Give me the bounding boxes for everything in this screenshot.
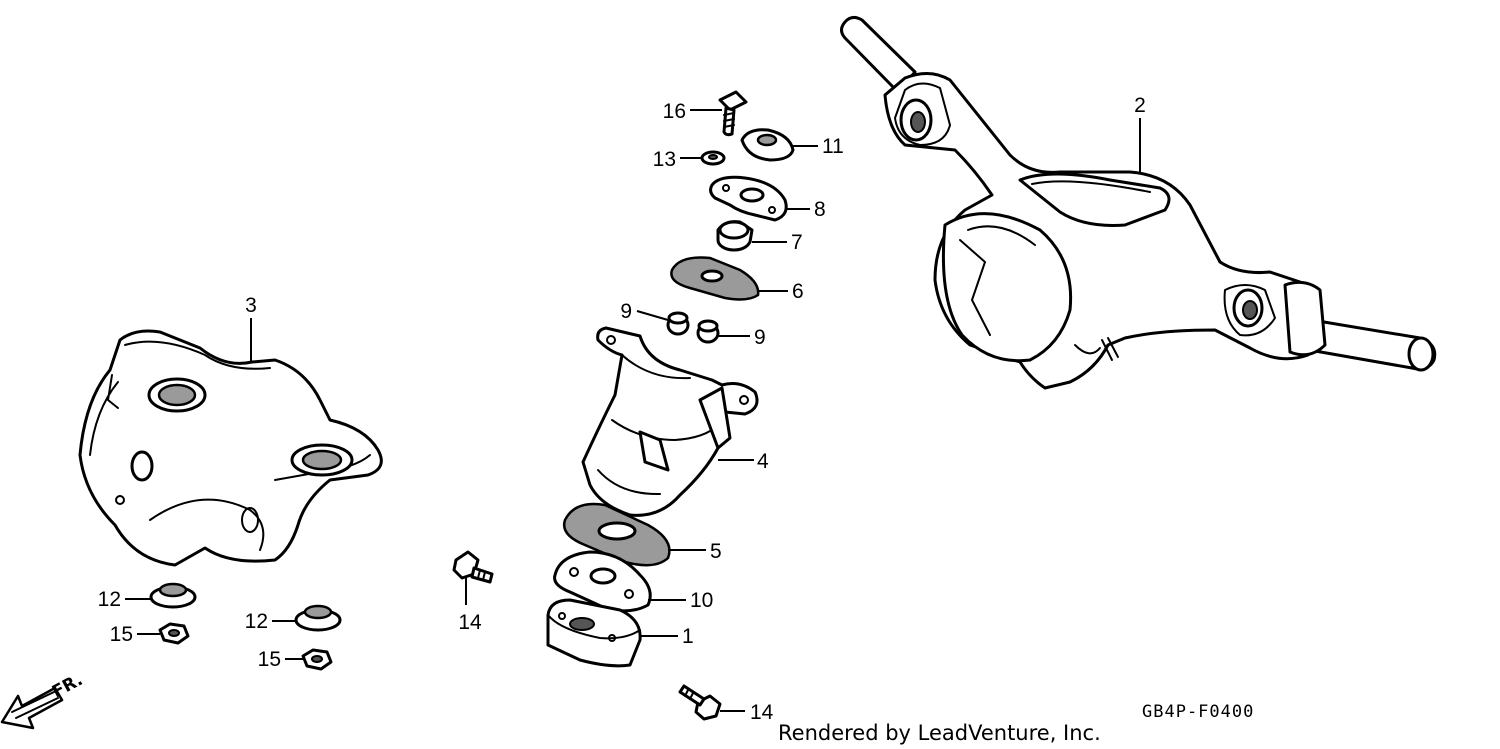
part-11-nut[interactable] bbox=[740, 128, 795, 162]
part-8-plate[interactable] bbox=[709, 175, 788, 222]
callout-15-left: 15 bbox=[110, 623, 133, 646]
part-12-grommet-left[interactable] bbox=[149, 582, 197, 609]
front-direction-arrow: FR. bbox=[0, 670, 86, 730]
callout-15-right: 15 bbox=[258, 648, 281, 671]
leader-lines bbox=[125, 109, 1141, 712]
part-1-base[interactable] bbox=[546, 598, 642, 668]
part-13-washer[interactable] bbox=[700, 150, 726, 166]
callout-9-right: 9 bbox=[754, 326, 766, 349]
callout-13: 13 bbox=[653, 148, 676, 171]
callout-14-upper: 14 bbox=[458, 611, 482, 634]
callout-7: 7 bbox=[791, 231, 803, 254]
part-9-bushing-right[interactable] bbox=[696, 319, 720, 344]
part-3-front-cover[interactable] bbox=[78, 329, 383, 567]
part-12-grommet-right[interactable] bbox=[294, 604, 342, 632]
render-credit: Rendered by LeadVenture, Inc. bbox=[778, 721, 1101, 745]
callout-14-lower: 14 bbox=[750, 701, 774, 724]
callout-10: 10 bbox=[690, 589, 713, 612]
part-9-bushing-left[interactable] bbox=[666, 311, 690, 336]
callout-5: 5 bbox=[710, 540, 722, 563]
part-15-nut-left[interactable] bbox=[158, 622, 190, 645]
part-6-textured-washer[interactable] bbox=[670, 256, 760, 301]
part-10-plate[interactable] bbox=[553, 550, 652, 613]
part-4-stem-cover[interactable] bbox=[581, 326, 759, 517]
part-5-rubber-pad[interactable] bbox=[562, 502, 671, 567]
callout-2: 2 bbox=[1134, 94, 1146, 117]
part-16-bolt[interactable] bbox=[718, 90, 748, 137]
callout-12-left: 12 bbox=[98, 588, 121, 611]
part-14-bolt-lower[interactable] bbox=[678, 684, 722, 721]
callout-12-right: 12 bbox=[245, 610, 268, 633]
callout-3: 3 bbox=[245, 294, 257, 317]
callout-16: 16 bbox=[663, 100, 686, 123]
callout-11: 11 bbox=[822, 135, 844, 158]
diagram-code: GB4P-F0400 bbox=[1142, 702, 1254, 722]
callout-8: 8 bbox=[814, 198, 826, 221]
callout-6: 6 bbox=[792, 280, 804, 303]
part-7-collar[interactable] bbox=[716, 220, 754, 252]
part-2-handlebar-cover[interactable] bbox=[840, 15, 1437, 390]
part-14-bolt-upper[interactable] bbox=[452, 550, 494, 584]
callout-9-left: 9 bbox=[620, 300, 632, 323]
callout-1: 1 bbox=[682, 625, 694, 648]
callout-4: 4 bbox=[757, 450, 769, 473]
part-15-nut-right[interactable] bbox=[301, 648, 333, 671]
